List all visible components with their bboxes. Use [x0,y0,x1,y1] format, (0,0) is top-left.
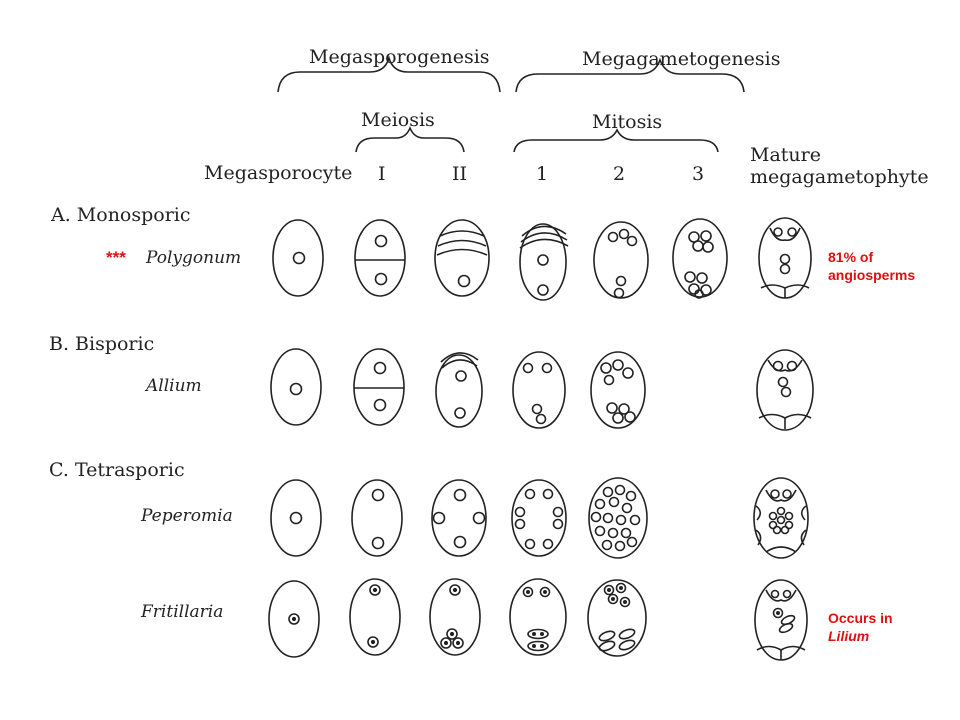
polygonum-note-line1: 81% of [828,249,874,265]
species-allium: Allium [146,376,202,396]
section-tetrasporic: C. Tetrasporic [49,459,185,481]
mature-column-label-line2: megagametophyte [750,166,929,188]
mitosis-1-column-label: 1 [536,163,549,185]
section-monosporic: A. Monosporic [51,204,191,226]
fritillaria-row [268,578,808,661]
megasporogenesis-brace [277,55,501,93]
mitosis-brace [513,128,719,153]
fritillaria-note-line2: Lilium [828,628,870,644]
polygonum-stars-marker: *** [106,248,126,267]
peperomia-row [270,477,809,559]
section-bisporic: B. Bisporic [49,333,155,355]
allium-row [270,348,814,431]
meiosis-2-column-label: II [452,163,468,185]
mature-column-label-line1: Mature [750,144,821,166]
species-polygonum: Polygonum [146,248,242,268]
megasporogenesis-header: Megasporogenesis [309,46,490,68]
megagametogenesis-brace [515,57,745,93]
fritillaria-note-line1: Occurs in [828,610,893,626]
meiosis-brace [355,125,465,153]
megagametogenesis-header: Megagametogenesis [582,48,781,70]
meiosis-1-column-label: I [378,163,386,185]
species-fritillaria: Fritillaria [141,602,224,622]
mitosis-header: Mitosis [592,111,663,133]
mitosis-2-column-label: 2 [613,163,626,185]
species-peperomia: Peperomia [141,506,233,526]
polygonum-row [272,217,812,301]
mitosis-3-column-label: 3 [692,163,705,185]
meiosis-header: Meiosis [361,109,435,131]
megasporocyte-column-label: Megasporocyte [204,162,353,184]
polygonum-note-line2: angiosperms [828,267,916,283]
